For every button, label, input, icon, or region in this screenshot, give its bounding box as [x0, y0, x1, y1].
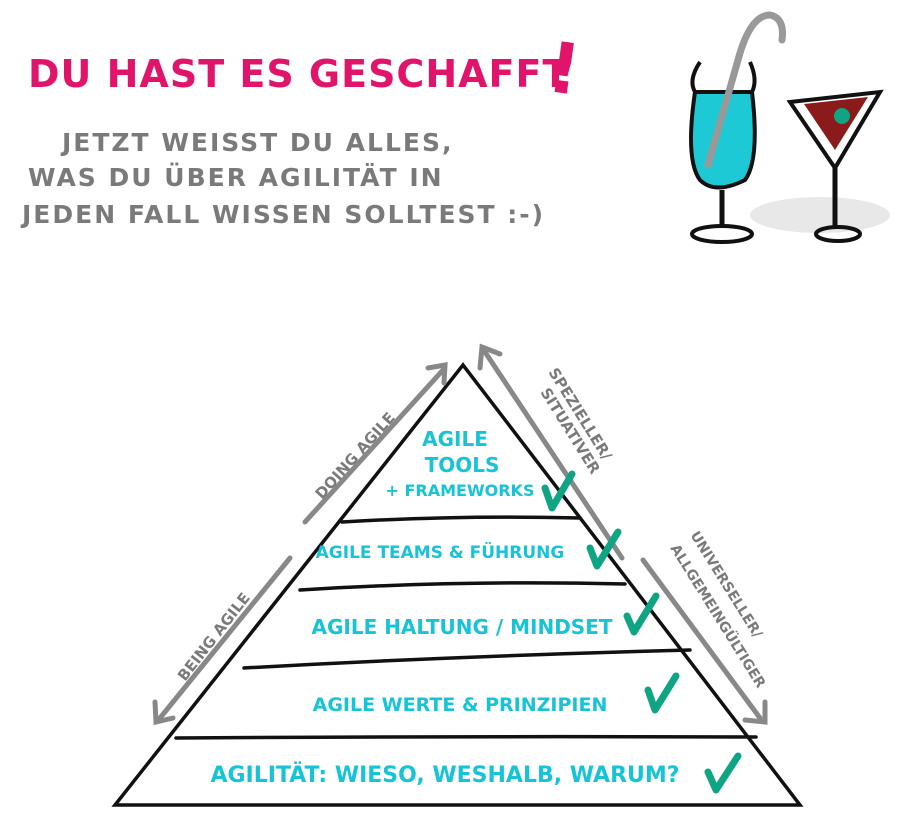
- check-icon: [623, 592, 660, 636]
- level-5-label: AGILITÄT: WIESO, WESHALB, WARUM?: [210, 762, 679, 788]
- level-1-line-2: TOOLS: [425, 453, 500, 477]
- subtitle-line-3: JEDEN FALL WISSEN SOLLTEST :-): [22, 200, 546, 229]
- level-1-line-1: AGILE: [422, 427, 488, 451]
- specific-arrow: [477, 343, 625, 561]
- subtitle-line-2: WAS DU ÜBER AGILITÄT IN: [28, 163, 444, 192]
- being-agile-label: BEING AGILE: [174, 589, 254, 684]
- cocktail-glass-icon: [689, 11, 890, 244]
- check-icon: [586, 528, 622, 570]
- martini-glass-icon: [786, 89, 884, 243]
- check-icon: [704, 752, 742, 794]
- page-title: DU HAST ES GESCHAFFT: [28, 52, 570, 96]
- doing-agile-arrow: [302, 361, 448, 525]
- check-icon: [541, 470, 576, 512]
- check-icon: [644, 672, 680, 714]
- subtitle-line-1: JETZT WEISST DU ALLES,: [62, 128, 454, 157]
- universal-arrow: [640, 557, 768, 725]
- level-2-label: AGILE TEAMS & FÜHRUNG: [316, 541, 565, 563]
- level-1-line-3: + FRAMEWORKS: [386, 481, 535, 500]
- pyramid: [111, 362, 804, 807]
- level-4-label: AGILE WERTE & PRINZIPIEN: [313, 694, 608, 716]
- level-3-label: AGILE HALTUNG / MINDSET: [311, 615, 612, 639]
- being-agile-arrow: [152, 555, 293, 726]
